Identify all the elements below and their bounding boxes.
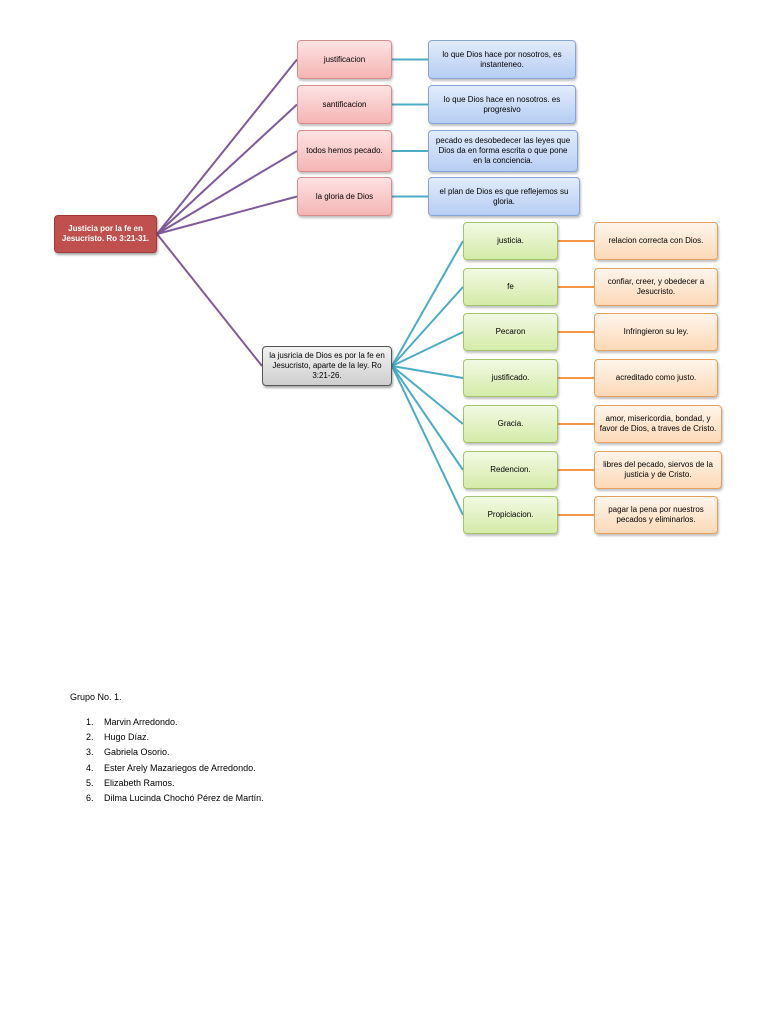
member-item: 1.Marvin Arredondo. bbox=[86, 717, 178, 727]
upper-term-node: santificacion bbox=[297, 85, 392, 124]
upper-meaning-node: lo que Dios hace en nosotros. es progres… bbox=[428, 85, 576, 124]
hub-to-term-line bbox=[391, 365, 464, 379]
upper-term-node: justificacion bbox=[297, 40, 392, 79]
lower-meaning-node: acreditado como justo. bbox=[594, 359, 718, 397]
lower-meaning-node: amor, misericordia, bondad, y favor de D… bbox=[594, 405, 722, 443]
root-to-term-line bbox=[156, 58, 298, 235]
lower-meaning-node: libres del pecado, siervos de la justici… bbox=[594, 451, 722, 489]
lower-term-node: Gracia. bbox=[463, 405, 558, 443]
lower-term-node: justicia. bbox=[463, 222, 558, 260]
lower-term-node: Pecaron bbox=[463, 313, 558, 351]
hub-to-term-line bbox=[391, 331, 464, 367]
upper-term-node: la gloria de Dios bbox=[297, 177, 392, 216]
connector-lines bbox=[156, 58, 594, 516]
lower-term-node: justificado. bbox=[463, 359, 558, 397]
hub-to-term-line bbox=[391, 286, 464, 367]
upper-meaning-node: lo que Dios hace por nosotros, es instan… bbox=[428, 40, 576, 79]
member-item: 5.Elizabeth Ramos. bbox=[86, 777, 175, 788]
upper-meaning-node: el plan de Dios es que reflejemos su glo… bbox=[428, 177, 580, 216]
hub-node: la jusricia de Dios es por la fe en Jesu… bbox=[262, 346, 392, 386]
member-item: 4.Ester Arely Mazariegos de Arredondo. bbox=[86, 762, 256, 773]
root-to-term-line bbox=[156, 195, 298, 235]
lower-term-node: Redencion. bbox=[463, 451, 558, 489]
member-list: 1.Marvin Arredondo. 2.Hugo Díaz. 3.Gabri… bbox=[86, 715, 264, 806]
lower-term-node: fe bbox=[463, 268, 558, 306]
lower-meaning-node: pagar la pena por nuestros pecados y eli… bbox=[594, 496, 718, 534]
lower-meaning-node: Infringieron su ley. bbox=[594, 313, 718, 351]
member-item: 2.Hugo Díaz. bbox=[86, 732, 150, 743]
hub-to-term-line bbox=[391, 365, 464, 471]
member-item: 6.Dilma Lucinda Chochó Pérez de Martín. bbox=[86, 792, 264, 803]
root-to-term-line bbox=[156, 103, 298, 235]
hub-to-term-line bbox=[391, 240, 464, 367]
lower-meaning-node: relacion correcta con Dios. bbox=[594, 222, 718, 260]
root-to-hub-line bbox=[156, 233, 263, 367]
root-to-term-line bbox=[156, 150, 298, 235]
root-node: Justicia por la fe en Jesucristo. Ro 3:2… bbox=[54, 215, 157, 253]
lower-meaning-node: confiar, creer, y obedecer a Jesucristo. bbox=[594, 268, 718, 306]
group-title: Grupo No. 1. bbox=[70, 692, 122, 702]
hub-to-term-line bbox=[391, 365, 464, 425]
upper-term-node: todos hemos pecado. bbox=[297, 130, 392, 172]
hub-to-term-line bbox=[391, 365, 464, 516]
lower-term-node: Propiciacion. bbox=[463, 496, 558, 534]
upper-meaning-node: pecado es desobedecer las leyes que Dios… bbox=[428, 130, 578, 172]
member-item: 3.Gabriela Osorio. bbox=[86, 747, 170, 758]
